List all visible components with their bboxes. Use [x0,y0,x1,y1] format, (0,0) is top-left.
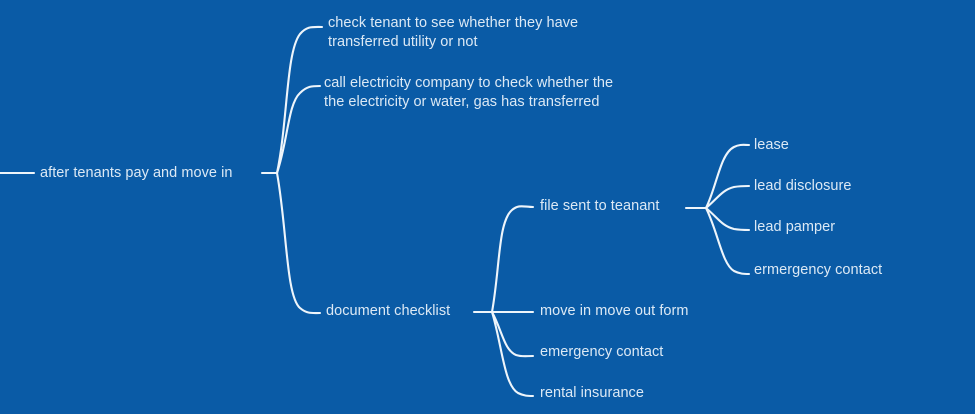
node-root[interactable]: after tenants pay and move in [40,165,233,181]
link-root-to-call-electricity [275,84,322,175]
node-call-electricity-company[interactable]: call electricity company to check whethe… [324,75,614,110]
node-lease[interactable]: lease [754,137,789,153]
node-lead-disclosure[interactable]: lead disclosure [754,178,852,194]
link-file-to-lead-pamper [704,206,751,232]
link-root-to-document-checklist [275,171,322,315]
link-root-to-check-tenant [275,25,324,175]
link-doc-to-emergency-contact [490,310,535,358]
node-ermergency-contact[interactable]: ermergency contact [754,262,883,278]
link-doc-to-rental-insurance [490,310,535,398]
node-check-tenant[interactable]: check tenant to see whether they have tr… [328,15,579,50]
link-file-to-lease [704,143,751,210]
node-move-in-move-out-form[interactable]: move in move out form [540,303,689,319]
node-document-checklist[interactable]: document checklist [326,303,451,319]
link-file-to-lead-disclosure [704,184,751,210]
link-file-to-ermergency-contact [704,206,751,276]
node-emergency-contact[interactable]: emergency contact [540,344,664,360]
node-lead-pamper[interactable]: lead pamper [754,219,836,235]
link-doc-to-file-sent [490,205,535,314]
node-rental-insurance[interactable]: rental insurance [540,385,644,401]
node-file-sent-to-teanant[interactable]: file sent to teanant [540,198,660,214]
